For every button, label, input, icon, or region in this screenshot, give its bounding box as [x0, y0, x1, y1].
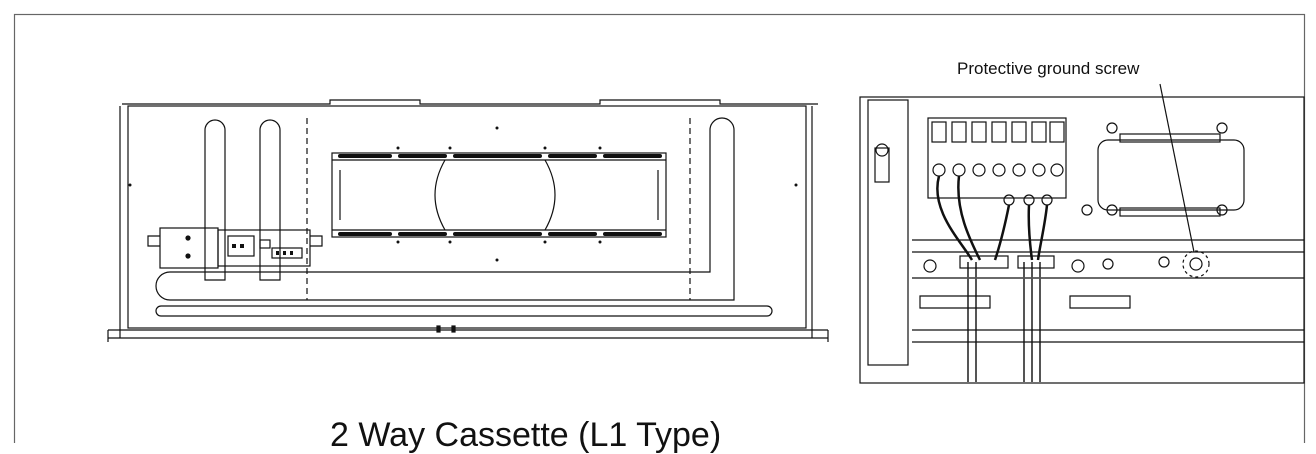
- callout-leader-line: [1159, 83, 1195, 253]
- figure-frame: Protective ground screw 2 Way Cassette (…: [13, 13, 1306, 452]
- wiring-detail-view: [859, 83, 1305, 384]
- line-drawing: [13, 13, 1306, 443]
- protective-ground-screw-highlight: [1182, 250, 1210, 278]
- control-box: [147, 227, 323, 269]
- protective-ground-screw-label: Protective ground screw: [957, 59, 1140, 78]
- cassette-unit-front-view: [107, 99, 829, 342]
- figure-caption: 2 Way Cassette (L1 Type): [330, 416, 722, 454]
